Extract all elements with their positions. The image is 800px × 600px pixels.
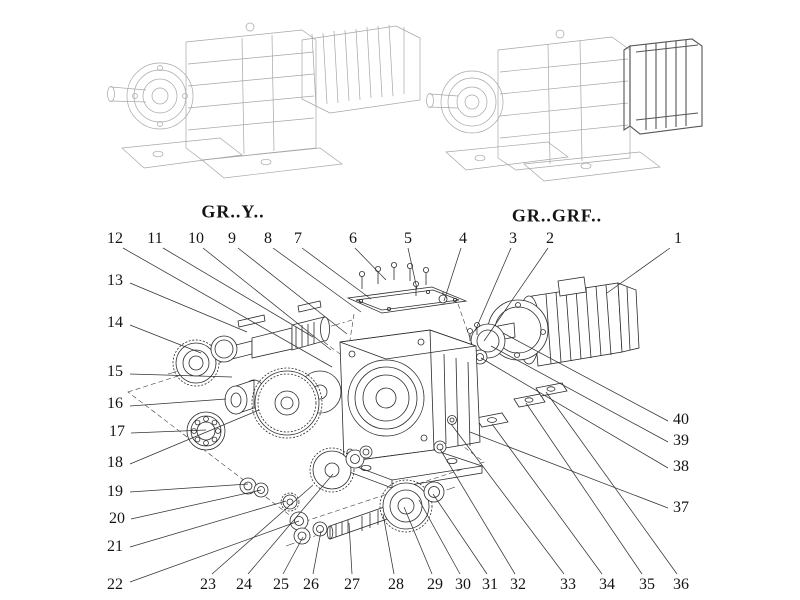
model-label-right: GR..GRF.. <box>511 205 603 226</box>
callout-label-37: 37 <box>673 499 689 516</box>
callout-label-19: 19 <box>107 483 123 500</box>
part-motor <box>487 276 640 367</box>
callout-label-14: 14 <box>107 314 123 331</box>
leader-line-20 <box>130 489 262 520</box>
leader-line-4 <box>443 247 462 302</box>
part-small-washers <box>239 477 309 531</box>
leader-line-6 <box>354 247 387 281</box>
callout-label-33: 33 <box>560 576 576 593</box>
leader-line-22 <box>129 520 300 583</box>
leader-line-40 <box>502 332 669 422</box>
leader-line-28 <box>382 513 395 575</box>
callout-label-28: 28 <box>388 576 404 593</box>
callout-label-32: 32 <box>510 576 526 593</box>
leader-line-15 <box>129 373 233 378</box>
callout-label-23: 23 <box>200 576 216 593</box>
callout-label-18: 18 <box>107 454 123 471</box>
leader-line-32 <box>439 448 516 575</box>
leader-line-1 <box>606 247 671 294</box>
callout-label-30: 30 <box>455 576 471 593</box>
callout-label-21: 21 <box>107 538 123 555</box>
model-label-left: GR..Y.. <box>201 201 265 222</box>
callout-label-2: 2 <box>546 230 554 247</box>
leader-line-23 <box>211 484 314 575</box>
callout-label-11: 11 <box>147 230 162 247</box>
leader-line-34 <box>491 423 603 575</box>
brake-motor-box <box>623 38 703 135</box>
leader-line-13 <box>129 282 248 333</box>
callout-label-27: 27 <box>344 576 360 593</box>
leader-line-5 <box>407 247 418 290</box>
callout-label-16: 16 <box>107 395 123 412</box>
exploded-view <box>127 261 640 547</box>
part-large-gear <box>251 367 342 439</box>
leader-line-11 <box>162 247 314 338</box>
leader-line-25 <box>282 536 304 575</box>
assembled-view-left <box>107 22 421 179</box>
leader-line-39 <box>490 345 669 443</box>
callout-label-12: 12 <box>107 230 123 247</box>
assembled-view-right <box>426 29 703 182</box>
callout-label-13: 13 <box>107 272 123 289</box>
leader-line-24 <box>247 473 334 575</box>
leader-line-31 <box>432 493 488 575</box>
callout-label-24: 24 <box>236 576 252 593</box>
callout-label-25: 25 <box>273 576 289 593</box>
leader-line-30 <box>418 499 461 575</box>
leader-line-37 <box>469 431 669 509</box>
callout-label-22: 22 <box>107 576 123 593</box>
callout-label-31: 31 <box>482 576 498 593</box>
leader-line-26 <box>312 530 322 575</box>
callout-label-7: 7 <box>294 230 302 247</box>
leader-line-9 <box>237 247 348 335</box>
callout-label-36: 36 <box>673 576 689 593</box>
leader-line-10 <box>202 247 332 351</box>
leader-line-35 <box>525 402 643 575</box>
leader-line-8 <box>272 247 362 313</box>
part-rear-foot <box>475 412 509 428</box>
callout-label-3: 3 <box>509 230 517 247</box>
leader-line-14 <box>129 324 202 354</box>
callout-label-34: 34 <box>599 576 615 593</box>
callout-label-35: 35 <box>639 576 655 593</box>
callout-label-6: 6 <box>349 230 357 247</box>
part-top-cover <box>346 286 473 345</box>
leader-line-18 <box>129 409 260 465</box>
leader-line-27 <box>348 522 353 575</box>
callout-label-20: 20 <box>109 510 125 527</box>
leader-line-2 <box>483 247 549 342</box>
callout-label-5: 5 <box>404 230 412 247</box>
leader-line-21 <box>129 500 287 548</box>
callout-label-17: 17 <box>109 423 125 440</box>
callout-label-39: 39 <box>673 432 689 449</box>
callout-label-10: 10 <box>188 230 204 247</box>
part-motor-keys <box>513 382 568 408</box>
part-output-shaft <box>293 440 447 545</box>
leader-line-17 <box>130 429 207 434</box>
leader-line-38 <box>480 357 669 469</box>
leader-line-33 <box>450 423 565 575</box>
callout-label-9: 9 <box>228 230 236 247</box>
callout-label-26: 26 <box>303 576 319 593</box>
callout-label-15: 15 <box>107 363 123 380</box>
part-housing <box>339 329 483 489</box>
callout-label-29: 29 <box>427 576 443 593</box>
callout-label-40: 40 <box>673 411 689 428</box>
leader-line-3 <box>474 247 512 332</box>
leader-line-16 <box>129 398 227 407</box>
part-key-b <box>297 300 322 313</box>
part-input-shaft <box>220 300 330 362</box>
leader-line-36 <box>545 391 678 575</box>
callout-label-1: 1 <box>674 230 682 247</box>
leader-line-7 <box>301 247 372 300</box>
leader-line-19 <box>129 483 249 493</box>
leader-line-29 <box>403 506 433 575</box>
callout-label-4: 4 <box>459 230 467 247</box>
callout-label-38: 38 <box>673 458 689 475</box>
callout-label-8: 8 <box>264 230 272 247</box>
part-mid-gear <box>309 445 373 493</box>
leader-line-12 <box>122 247 333 368</box>
